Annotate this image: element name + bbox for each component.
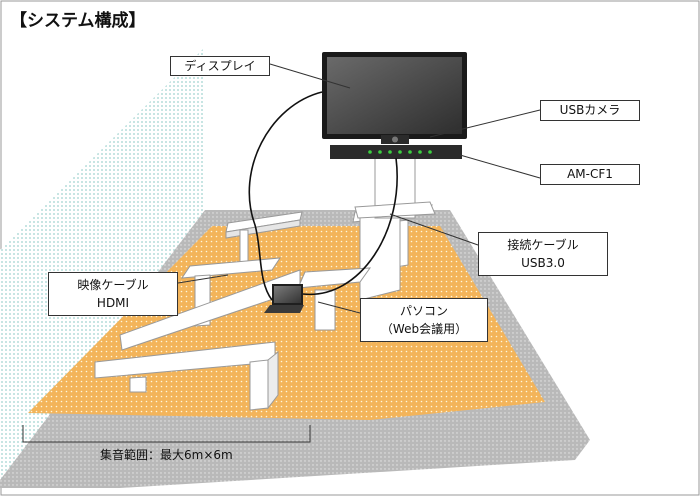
label-connection-cable-line1: 接続ケーブル bbox=[507, 238, 579, 252]
label-usb-camera: USBカメラ bbox=[540, 100, 640, 121]
hdmi-cable bbox=[248, 91, 323, 301]
leader-lines bbox=[177, 63, 541, 314]
label-pc-line2: （Web会議用） bbox=[380, 322, 468, 336]
usb-cable bbox=[302, 157, 398, 296]
pickup-range-label: 集音範囲：最大6m×6m bbox=[100, 448, 233, 462]
wall bbox=[0, 47, 205, 480]
display bbox=[322, 52, 467, 139]
laptop bbox=[264, 284, 304, 313]
label-display-text: ディスプレイ bbox=[184, 59, 256, 73]
am-cf1-device bbox=[330, 145, 462, 159]
label-am-cf1: AM-CF1 bbox=[540, 164, 640, 185]
table-mid-right bbox=[297, 267, 372, 331]
label-pc: パソコン （Web会議用） bbox=[360, 298, 488, 342]
pickup-range-bracket bbox=[22, 425, 311, 443]
label-am-cf1-text: AM-CF1 bbox=[567, 167, 613, 181]
label-pc-line1: パソコン bbox=[399, 304, 448, 318]
label-video-cable-line2: HDMI bbox=[96, 296, 130, 310]
label-connection-cable: 接続ケーブル USB3.0 bbox=[478, 232, 608, 276]
label-usb-camera-text: USBカメラ bbox=[559, 103, 621, 117]
label-video-cable-line1: 映像ケーブル bbox=[77, 278, 149, 292]
table-front bbox=[94, 341, 279, 411]
label-display: ディスプレイ bbox=[170, 56, 270, 76]
usb-camera bbox=[381, 135, 409, 144]
label-connection-cable-line2: USB3.0 bbox=[521, 256, 565, 270]
page-title: 【システム構成】 bbox=[10, 11, 146, 31]
display-stand bbox=[354, 151, 436, 219]
label-video-cable: 映像ケーブル HDMI bbox=[48, 272, 178, 316]
table-mid-left bbox=[119, 257, 301, 351]
